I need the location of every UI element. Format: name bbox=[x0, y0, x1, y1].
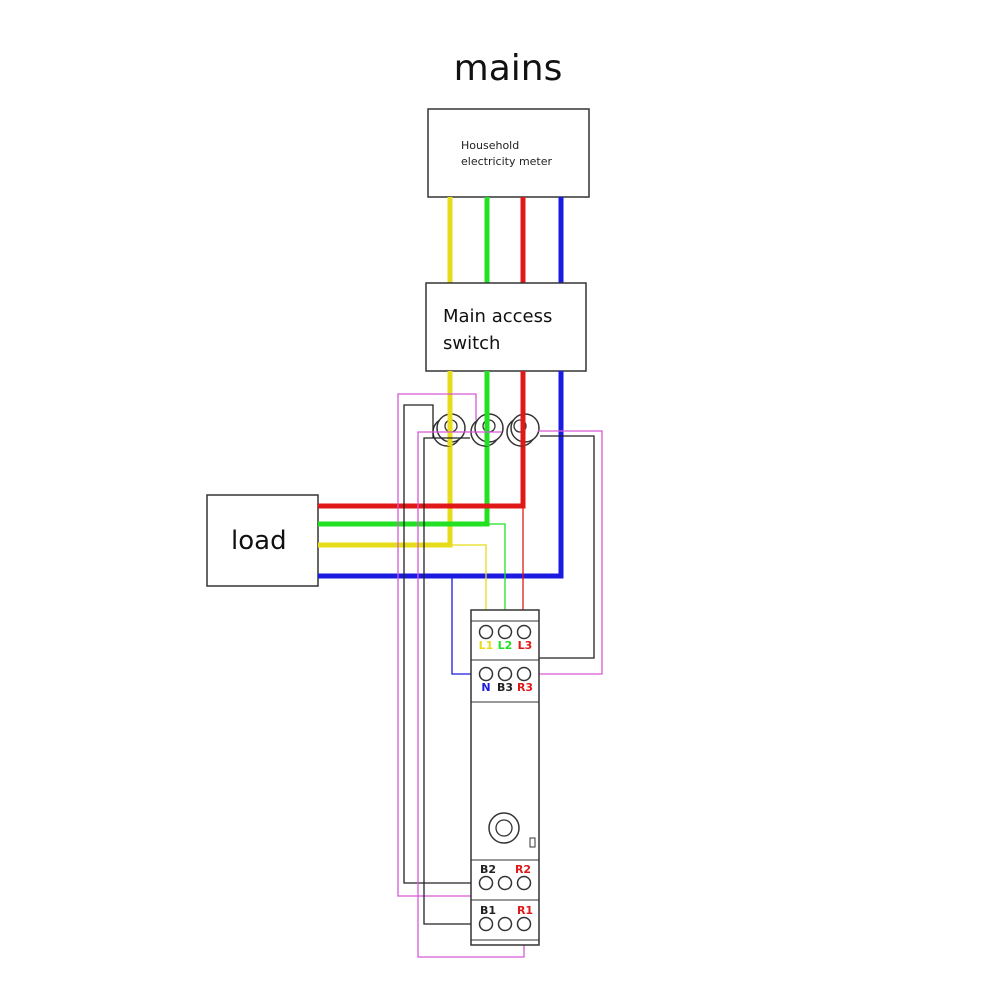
terminal-b1 bbox=[478, 916, 494, 932]
terminal-label-r2: R2 bbox=[515, 863, 531, 876]
switch-label-line1: Main access bbox=[443, 306, 552, 327]
terminal-l2 bbox=[497, 624, 513, 640]
electricity-meter-box bbox=[427, 108, 590, 198]
terminal-mid1 bbox=[497, 916, 513, 932]
meter-label-line1: Household bbox=[461, 139, 519, 152]
terminal-n bbox=[478, 666, 494, 682]
terminal-mid2 bbox=[497, 875, 513, 891]
terminal-r1 bbox=[516, 916, 532, 932]
terminal-l1 bbox=[478, 624, 494, 640]
terminal-label-l1: L1 bbox=[479, 639, 494, 652]
terminal-r3 bbox=[516, 666, 532, 682]
ct2-r-wire bbox=[417, 431, 525, 958]
diagram-title: mains bbox=[454, 48, 563, 89]
current-transformers bbox=[432, 412, 540, 447]
meter-label-line2: electricity meter bbox=[461, 155, 553, 168]
switch-to-load-wires bbox=[318, 371, 564, 579]
wire-l1-load bbox=[318, 371, 453, 548]
ct3-r-wire bbox=[524, 430, 603, 675]
terminal-label-b2: B2 bbox=[480, 863, 496, 876]
terminal-label-b1: B1 bbox=[480, 904, 496, 917]
load-box bbox=[206, 494, 319, 587]
terminal-label-l3: L3 bbox=[518, 639, 533, 652]
adjust-knob bbox=[488, 812, 520, 844]
terminal-label-r3: R3 bbox=[517, 681, 533, 694]
terminal-label-n: N bbox=[481, 681, 490, 694]
meter-to-switch-wires bbox=[447, 197, 564, 283]
terminal-r2 bbox=[516, 875, 532, 891]
wire-n-load bbox=[318, 371, 564, 579]
load-label: load bbox=[231, 526, 287, 556]
terminal-label-r1: R1 bbox=[517, 904, 533, 917]
main-access-switch-box bbox=[425, 282, 587, 372]
terminal-label-l2: L2 bbox=[498, 639, 513, 652]
sense-wire-l2 bbox=[487, 523, 506, 632]
indicator-led bbox=[529, 837, 536, 848]
ct1-b-wire bbox=[403, 404, 486, 884]
terminal-label-b3: B3 bbox=[497, 681, 513, 694]
terminal-b3 bbox=[497, 666, 513, 682]
sense-wire-l1 bbox=[450, 544, 487, 632]
din-meter-module: L1 L2 L3 N B3 R3 B2 R2 B1 R1 bbox=[470, 609, 540, 946]
voltage-sense-wires bbox=[450, 506, 524, 675]
ct2-b-wire bbox=[423, 437, 486, 925]
terminal-b2 bbox=[478, 875, 494, 891]
terminal-l3 bbox=[516, 624, 532, 640]
switch-label-line2: switch bbox=[443, 333, 500, 354]
